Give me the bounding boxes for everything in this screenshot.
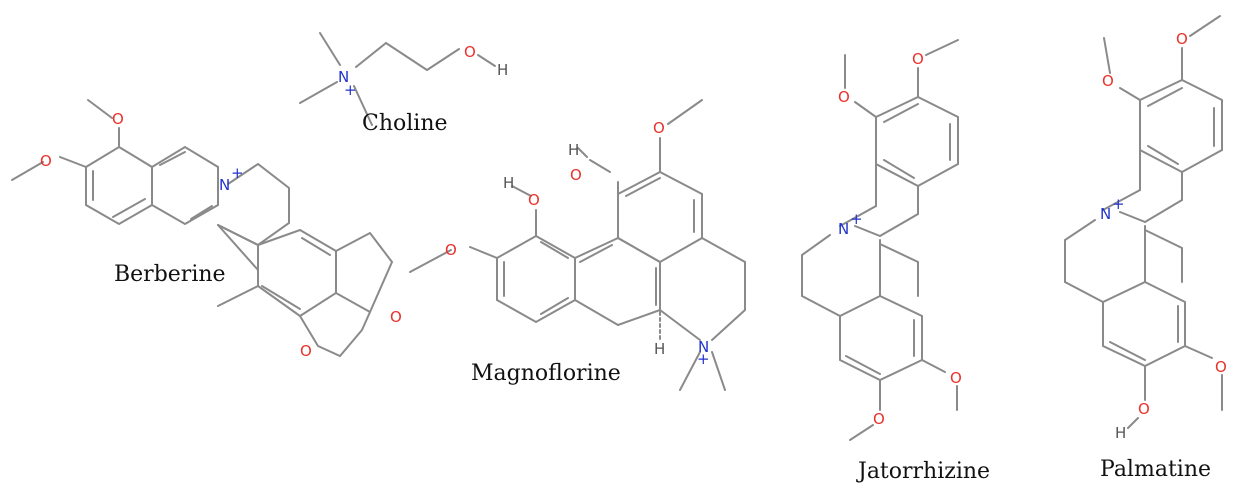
berberine-charge: + bbox=[231, 164, 244, 182]
berberine-structure: O O O O N + bbox=[11, 99, 402, 360]
jatorrhizine-nitrogen: N bbox=[838, 220, 849, 238]
magnoflorine-nitrogen: N bbox=[698, 338, 709, 356]
jatorrhizine-oxygen-2: O bbox=[912, 50, 924, 68]
palmatine-oxygen-3: O bbox=[1215, 358, 1227, 376]
jatorrhizine-label: Jatorrhizine bbox=[856, 459, 990, 484]
magnoflorine-label: Magnoflorine bbox=[471, 361, 621, 386]
berberine-label: Berberine bbox=[114, 262, 226, 287]
magnoflorine-charge: + bbox=[697, 350, 710, 368]
palmatine-oxygen-1: O bbox=[1102, 72, 1114, 90]
palmatine-hydrogen: H bbox=[1115, 424, 1126, 442]
magnoflorine-hydrogen-2: H bbox=[568, 141, 579, 159]
magnoflorine-oxygen-4: O bbox=[445, 241, 457, 259]
magnoflorine-hydrogen-3: H bbox=[654, 340, 665, 358]
magnoflorine-oxygen-2: O bbox=[570, 166, 582, 184]
jatorrhizine-oxygen-4: O bbox=[873, 410, 885, 428]
choline-structure: N + O H bbox=[299, 32, 508, 126]
berberine-nitrogen: N bbox=[219, 176, 230, 194]
palmatine-structure: O O O O H N + bbox=[1064, 15, 1227, 442]
palmatine-nitrogen: N bbox=[1100, 205, 1111, 223]
magnoflorine-structure: O H O H O O N + H bbox=[409, 99, 746, 391]
berberine-oxygen-3: O bbox=[390, 308, 402, 326]
palmatine-label: Palmatine bbox=[1100, 457, 1211, 482]
berberine-oxygen-1: O bbox=[112, 110, 124, 128]
jatorrhizine-charge: + bbox=[850, 210, 863, 228]
palmatine-charge: + bbox=[1112, 195, 1125, 213]
berberine-oxygen-2: O bbox=[40, 152, 52, 170]
palmatine-oxygen-4: O bbox=[1138, 400, 1150, 418]
choline-nitrogen: N bbox=[338, 68, 349, 86]
choline-label: Choline bbox=[362, 111, 448, 136]
berberine-oxygen-4: O bbox=[300, 342, 312, 360]
magnoflorine-hydrogen-1: H bbox=[503, 174, 514, 192]
jatorrhizine-oxygen-1: O bbox=[838, 88, 850, 106]
palmatine-oxygen-2: O bbox=[1176, 30, 1188, 48]
jatorrhizine-oxygen-3: O bbox=[950, 369, 962, 387]
choline-oxygen: O bbox=[464, 43, 476, 61]
choline-charge: + bbox=[344, 81, 357, 99]
magnoflorine-oxygen-3: O bbox=[653, 119, 665, 137]
magnoflorine-oxygen-1: O bbox=[528, 191, 540, 209]
jatorrhizine-structure: O O O O N + bbox=[801, 39, 962, 441]
choline-hydrogen: H bbox=[497, 61, 508, 79]
